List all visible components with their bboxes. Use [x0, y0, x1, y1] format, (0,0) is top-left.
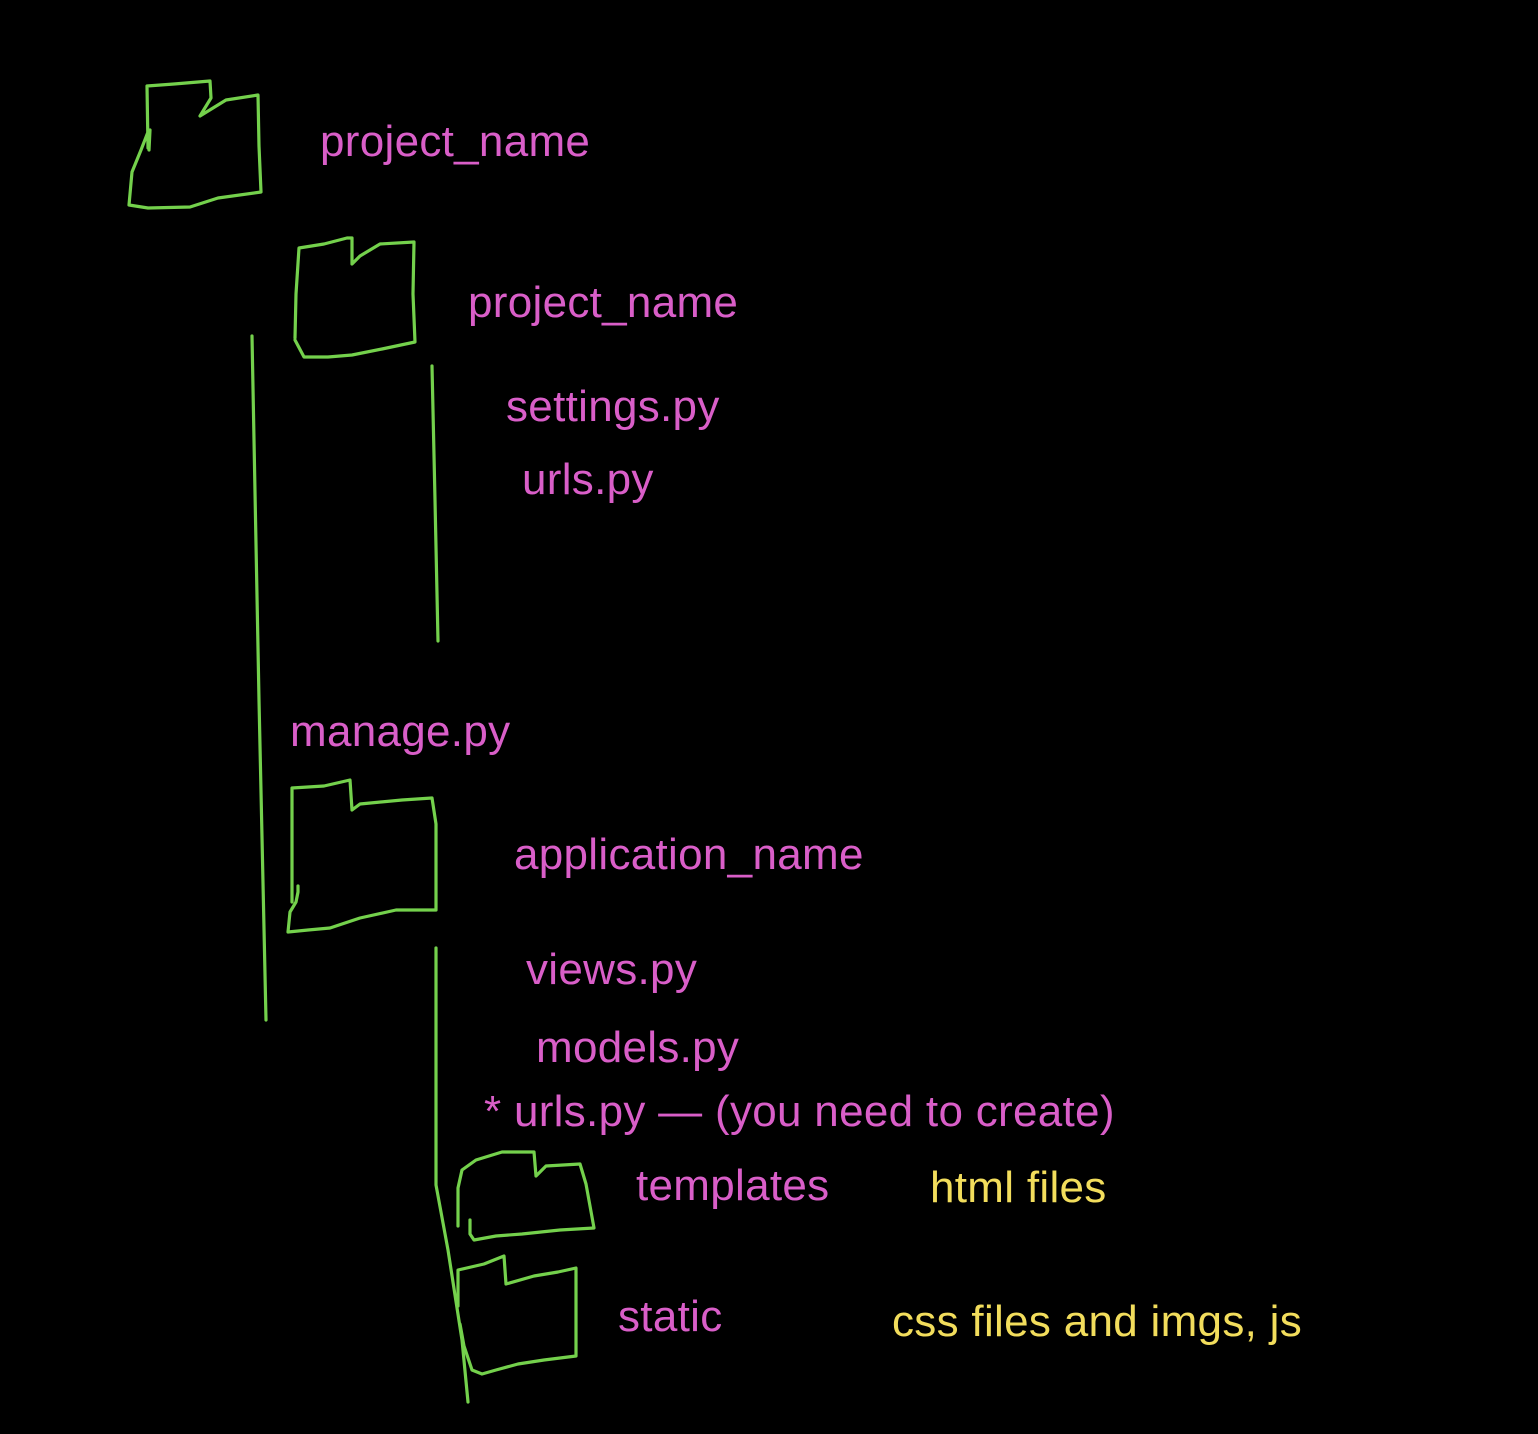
static-note: css files and imgs, js [892, 1297, 1303, 1346]
manage-file-label: manage.py [290, 707, 511, 756]
root-folder-label: project_name [320, 117, 591, 166]
application-folder-label: application_name [514, 830, 864, 879]
models-file-label: models.py [536, 1023, 740, 1072]
views-file-label: views.py [526, 945, 698, 994]
templates-note: html files [930, 1163, 1107, 1212]
root-branch-line [250, 334, 268, 1022]
application-branch-line [434, 946, 470, 1404]
static-folder-label: static [618, 1292, 723, 1341]
folder-icon[interactable] [290, 234, 420, 362]
folder-icon[interactable] [452, 1250, 584, 1380]
urls-file-label: urls.py [522, 455, 654, 504]
app-urls-file-label: * urls.py — (you need to create) [484, 1087, 1115, 1136]
folder-icon[interactable] [126, 76, 266, 212]
project-folder-label: project_name [468, 278, 739, 327]
settings-file-label: settings.py [506, 382, 720, 431]
project-folder-branch-line [430, 364, 440, 643]
folder-icon[interactable] [452, 1148, 602, 1248]
folder-icon[interactable] [284, 776, 444, 940]
templates-folder-label: templates [636, 1161, 830, 1210]
